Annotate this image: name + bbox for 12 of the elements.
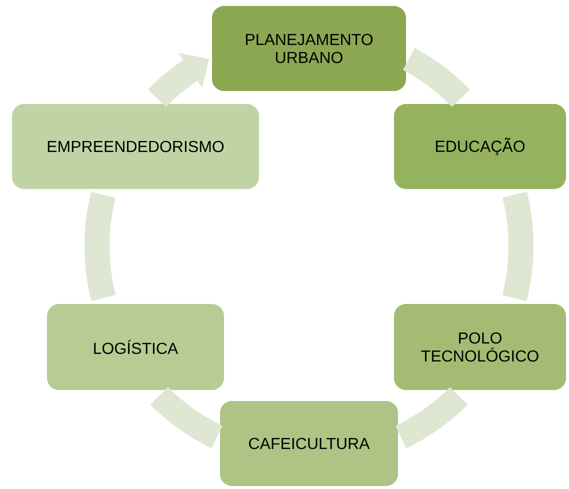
process-box: PLANEJAMENTO URBANO [212, 6, 406, 91]
process-box: EMPREENDEDORISMO [12, 104, 259, 189]
process-box: EDUCAÇÃO [394, 104, 566, 189]
ring-arrow [150, 387, 223, 448]
process-box: CAFEICULTURA [220, 401, 398, 486]
process-box: LOGÍSTICA [47, 304, 224, 390]
process-box: POLO TECNOLÓGICO [394, 304, 566, 390]
ring-arrow [148, 52, 210, 107]
ring-arrow [395, 387, 468, 448]
ring-arrow [402, 48, 470, 107]
ring-arrow [84, 192, 116, 302]
ring-arrow [502, 192, 534, 302]
